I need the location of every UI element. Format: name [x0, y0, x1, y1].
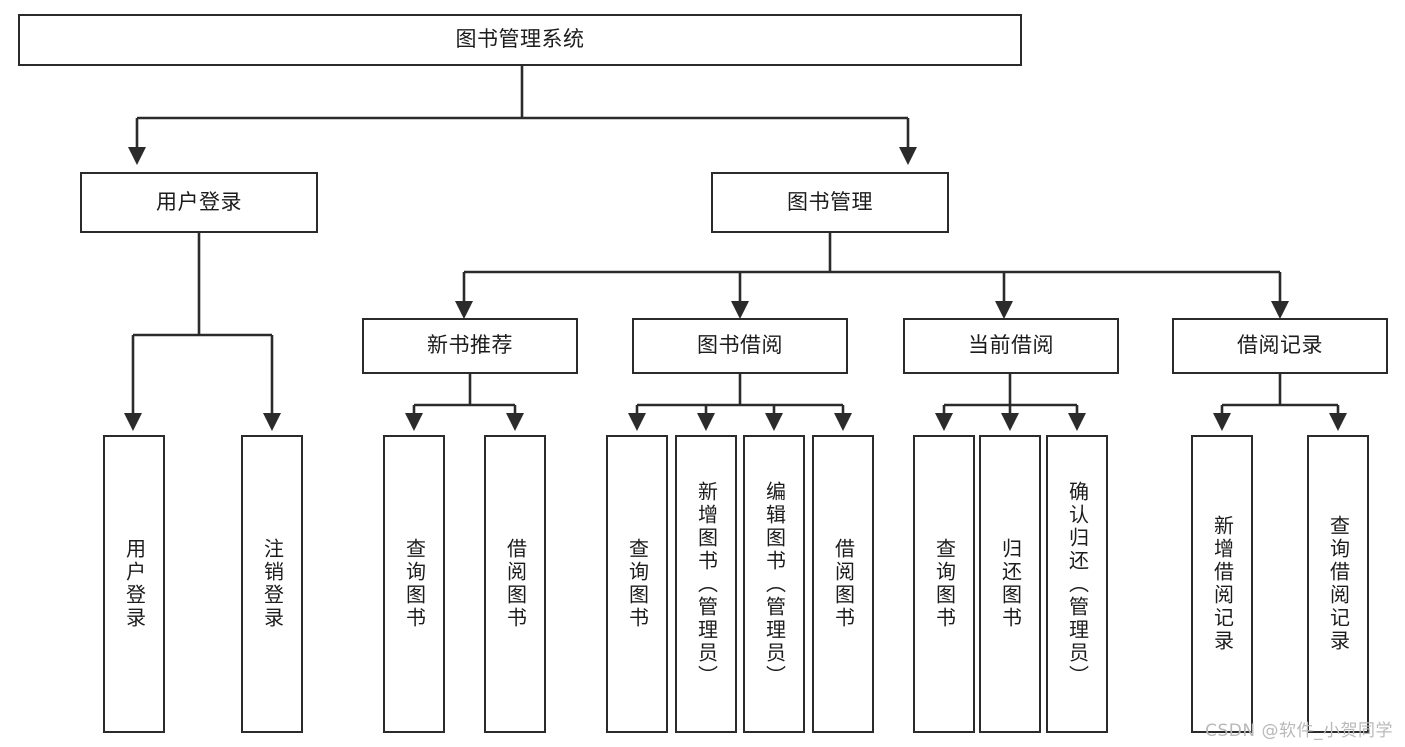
node-leaf-return-book-label: 归还图书 — [998, 538, 1023, 630]
node-borrow-record[interactable]: 借阅记录 — [1172, 318, 1388, 374]
node-leaf-return-book[interactable]: 归还图书 — [979, 435, 1041, 733]
node-leaf-query-book-1-label: 查询图书 — [402, 538, 427, 630]
node-leaf-user-login-label: 用户登录 — [122, 538, 147, 630]
node-leaf-confirm-return[interactable]: 确认归还（管理员） — [1046, 435, 1108, 733]
node-book-borrow[interactable]: 图书借阅 — [632, 318, 848, 374]
node-borrow-record-label: 借阅记录 — [1237, 333, 1323, 358]
node-leaf-add-record[interactable]: 新增借阅记录 — [1191, 435, 1253, 733]
node-book-manage-label: 图书管理 — [787, 189, 873, 214]
node-new-book-rec[interactable]: 新书推荐 — [362, 318, 578, 374]
node-leaf-logout-label: 注销登录 — [260, 538, 285, 630]
node-leaf-borrow-book-1-label: 借阅图书 — [503, 538, 528, 630]
node-leaf-query-book-1[interactable]: 查询图书 — [383, 435, 445, 733]
node-leaf-query-record-label: 查询借阅记录 — [1326, 515, 1351, 653]
node-leaf-user-login[interactable]: 用户登录 — [103, 435, 165, 733]
node-user-login-label: 用户登录 — [156, 189, 242, 214]
node-leaf-query-record[interactable]: 查询借阅记录 — [1307, 435, 1369, 733]
node-leaf-query-book-3[interactable]: 查询图书 — [913, 435, 975, 733]
node-leaf-logout[interactable]: 注销登录 — [241, 435, 303, 733]
node-current-borrow-label: 当前借阅 — [968, 333, 1054, 358]
node-root-label: 图书管理系统 — [455, 27, 585, 52]
node-root[interactable]: 图书管理系统 — [18, 14, 1022, 66]
node-book-borrow-label: 图书借阅 — [697, 333, 783, 358]
node-leaf-confirm-return-label: 确认归还（管理员） — [1065, 480, 1090, 688]
node-current-borrow[interactable]: 当前借阅 — [903, 318, 1119, 374]
node-leaf-borrow-book-1[interactable]: 借阅图书 — [484, 435, 546, 733]
node-user-login[interactable]: 用户登录 — [80, 172, 318, 233]
node-leaf-borrow-book-2[interactable]: 借阅图书 — [812, 435, 874, 733]
node-leaf-add-book[interactable]: 新增图书（管理员） — [675, 435, 737, 733]
node-leaf-edit-book-label: 编辑图书（管理员） — [762, 480, 787, 688]
node-leaf-edit-book[interactable]: 编辑图书（管理员） — [743, 435, 805, 733]
node-leaf-query-book-2-label: 查询图书 — [625, 538, 650, 630]
node-leaf-borrow-book-2-label: 借阅图书 — [831, 538, 856, 630]
node-leaf-query-book-2[interactable]: 查询图书 — [606, 435, 668, 733]
node-leaf-query-book-3-label: 查询图书 — [932, 538, 957, 630]
node-leaf-add-record-label: 新增借阅记录 — [1210, 515, 1235, 653]
node-book-manage[interactable]: 图书管理 — [711, 172, 949, 233]
node-new-book-rec-label: 新书推荐 — [427, 333, 513, 358]
node-leaf-add-book-label: 新增图书（管理员） — [694, 480, 719, 688]
